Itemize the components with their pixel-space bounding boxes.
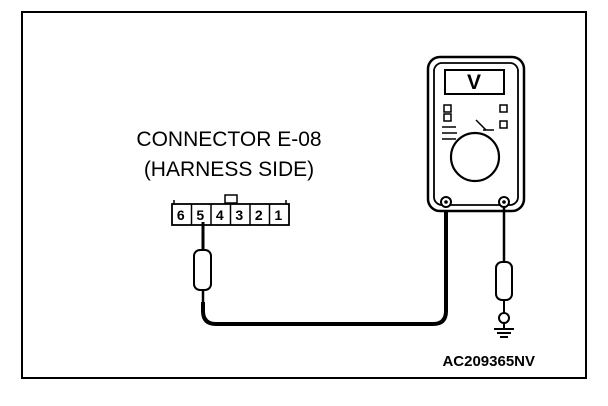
connector-lock-tab xyxy=(224,194,238,204)
connector-title: CONNECTOR E-08 xyxy=(136,128,321,151)
connector-subtitle: (HARNESS SIDE) xyxy=(144,158,314,181)
test-lead-wire xyxy=(201,210,448,326)
meter-indicator-left-bottom xyxy=(443,113,452,122)
voltmeter-icon: V xyxy=(426,55,526,213)
meter-selector-dial xyxy=(449,131,501,183)
ground-probe-handle xyxy=(495,261,513,301)
connector-pin-4: 4 xyxy=(216,207,224,223)
test-probe-icon xyxy=(193,249,212,291)
meter-display-symbol: V xyxy=(467,71,481,94)
connector-probe xyxy=(193,222,212,302)
ground-clip-ring xyxy=(498,312,510,324)
connector-pin-5: 5 xyxy=(196,207,204,223)
connector-pin-6: 6 xyxy=(177,207,185,223)
meter-indicator-right-bottom xyxy=(499,120,508,129)
ground-lead xyxy=(494,207,514,338)
ground-symbol-icon xyxy=(494,328,514,338)
meter-indicator-left-top xyxy=(443,104,452,113)
figure-code: AC209365NV xyxy=(442,353,535,370)
connector-pin-2: 2 xyxy=(255,207,263,223)
connector-pin-1: 1 xyxy=(274,207,282,223)
meter-display xyxy=(444,69,505,95)
connector-pin-3: 3 xyxy=(235,207,243,223)
meter-indicator-right-top xyxy=(499,104,508,113)
